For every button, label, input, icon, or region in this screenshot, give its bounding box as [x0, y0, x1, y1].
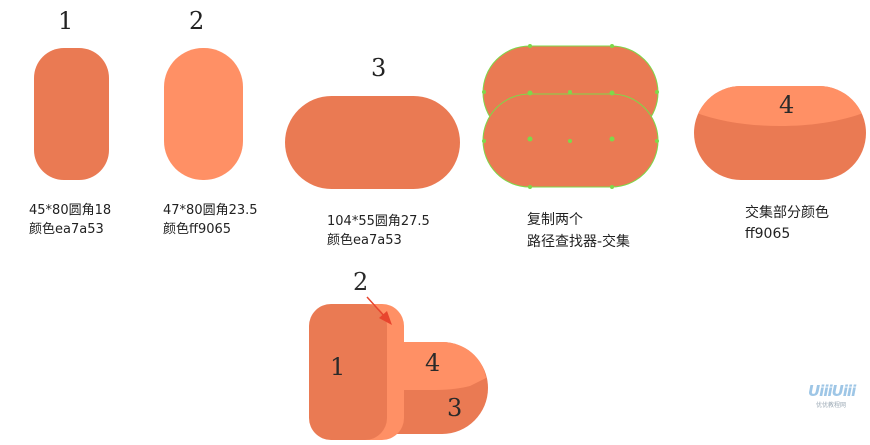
composite-label-1: 1 — [330, 353, 345, 381]
composite-label-4: 4 — [425, 349, 440, 377]
step-2-shape — [164, 48, 243, 180]
intersection-highlight — [694, 86, 866, 126]
watermark-logo-text: UiiiUiii — [808, 382, 856, 400]
step-4-line1: 复制两个 — [527, 212, 583, 228]
step-3-size: 104*55圆角27.5 — [327, 214, 430, 229]
anchor-points — [482, 44, 659, 189]
duplicate-capsules — [482, 44, 659, 189]
watermark-logo: UiiiUiii 优优教程网 — [808, 382, 856, 418]
step-4-line2: 路径查找器-交集 — [527, 234, 631, 250]
pointer-arrowhead — [379, 311, 392, 325]
step-1-caption: 45*80圆角18 颜色ea7a53 — [29, 201, 111, 239]
intersection-result — [694, 86, 866, 180]
step-3-number: 3 — [371, 54, 387, 82]
step-2-size: 47*80圆角23.5 — [163, 203, 258, 218]
step-4-number: 4 — [779, 91, 794, 119]
composite-label-2: 2 — [353, 268, 368, 296]
step-5-caption: 交集部分颜色 ff9065 — [745, 203, 829, 245]
step-3-color: 颜色ea7a53 — [327, 233, 402, 248]
step-1-shape — [34, 48, 109, 180]
step-1-color: 颜色ea7a53 — [29, 222, 104, 237]
pointer-arrow — [366, 296, 387, 319]
step-2-color: 颜色ff9065 — [163, 222, 232, 237]
step-1-number: 1 — [58, 7, 74, 35]
watermark-subtext: 优优教程网 — [815, 402, 846, 409]
step-4-caption: 复制两个 路径查找器-交集 — [527, 209, 630, 253]
composite-part-1 — [309, 304, 387, 440]
step-3-caption: 104*55圆角27.5 颜色ea7a53 — [327, 212, 430, 250]
step-3-shape — [285, 96, 460, 189]
composite-label-3: 3 — [447, 394, 462, 422]
composite-illustration — [309, 296, 488, 440]
step-2-number: 2 — [189, 7, 205, 35]
step-5-line1: 交集部分颜色 — [745, 205, 829, 221]
step-2-caption: 47*80圆角23.5 颜色ff9065 — [163, 201, 258, 239]
step-5-line2: ff9065 — [745, 226, 791, 242]
step-1-size: 45*80圆角18 — [29, 203, 112, 218]
